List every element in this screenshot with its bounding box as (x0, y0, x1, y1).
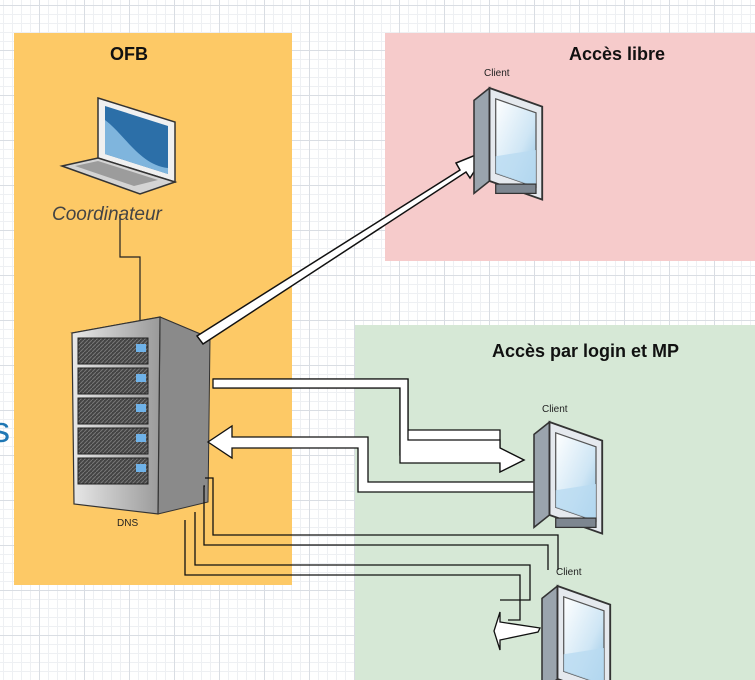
client-login-2-icon (541, 585, 612, 680)
arrow-return-client-1 (206, 424, 551, 493)
zone-acces-libre (385, 33, 755, 261)
laptop-server-link (119, 214, 141, 322)
laptop-icon (59, 96, 178, 195)
server-icon (70, 316, 212, 515)
zone-acces-libre-title: Accès libre (569, 44, 666, 64)
zone-acces-login-title: Accès par login et MP (492, 341, 680, 361)
client-libre-label: Client (484, 68, 510, 79)
client-login-1-icon (533, 421, 604, 535)
arrow-to-client-libre (195, 148, 490, 346)
zone-ofb-title: OFB (110, 44, 148, 64)
link-server-client-2 (184, 477, 559, 621)
dns-label: DNS (117, 518, 139, 529)
edge-text-fragment: s (0, 409, 10, 450)
client-login-1-label: Client (542, 404, 568, 415)
coordinateur-label: Coordinateur (52, 204, 162, 225)
arrow-to-client-2 (493, 611, 541, 651)
client-login-2-label: Client (556, 567, 582, 578)
client-libre-icon (473, 87, 544, 201)
arrow-out-client-1 (212, 378, 526, 474)
